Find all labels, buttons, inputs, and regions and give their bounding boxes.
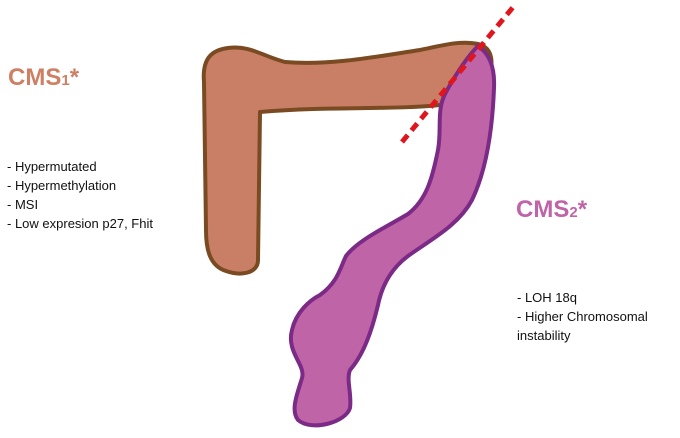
cms1-heading-main: CMS bbox=[8, 64, 62, 91]
cms2-colon-segment bbox=[288, 44, 497, 428]
cms1-feature-item: - Hypermutated bbox=[7, 159, 97, 174]
cms2-feature-list: - LOH 18q - Higher Chromosomal instabili… bbox=[517, 288, 677, 345]
cms2-heading-sub: 2 bbox=[569, 204, 578, 221]
cms2-feature-item: instability bbox=[517, 328, 571, 343]
cms1-feature-item: - MSI bbox=[7, 197, 39, 212]
cms1-heading: CMS1* bbox=[8, 66, 79, 90]
cms2-feature-item: - Higher Chromosomal bbox=[517, 309, 648, 324]
cms1-feature-list: - Hypermutated - Hypermethylation - MSI … bbox=[7, 157, 207, 233]
cms2-feature-item: - LOH 18q bbox=[517, 290, 577, 305]
cms1-feature-item: - Low expresion p27, Fhit bbox=[7, 216, 153, 231]
cms1-heading-sub: 1 bbox=[61, 72, 70, 89]
cms2-heading: CMS2* bbox=[516, 198, 587, 222]
cms2-heading-main: CMS bbox=[516, 196, 570, 223]
cms1-feature-item: - Hypermethylation bbox=[7, 178, 117, 193]
cms1-heading-mark: * bbox=[69, 64, 80, 91]
cms2-heading-mark: * bbox=[577, 196, 588, 223]
